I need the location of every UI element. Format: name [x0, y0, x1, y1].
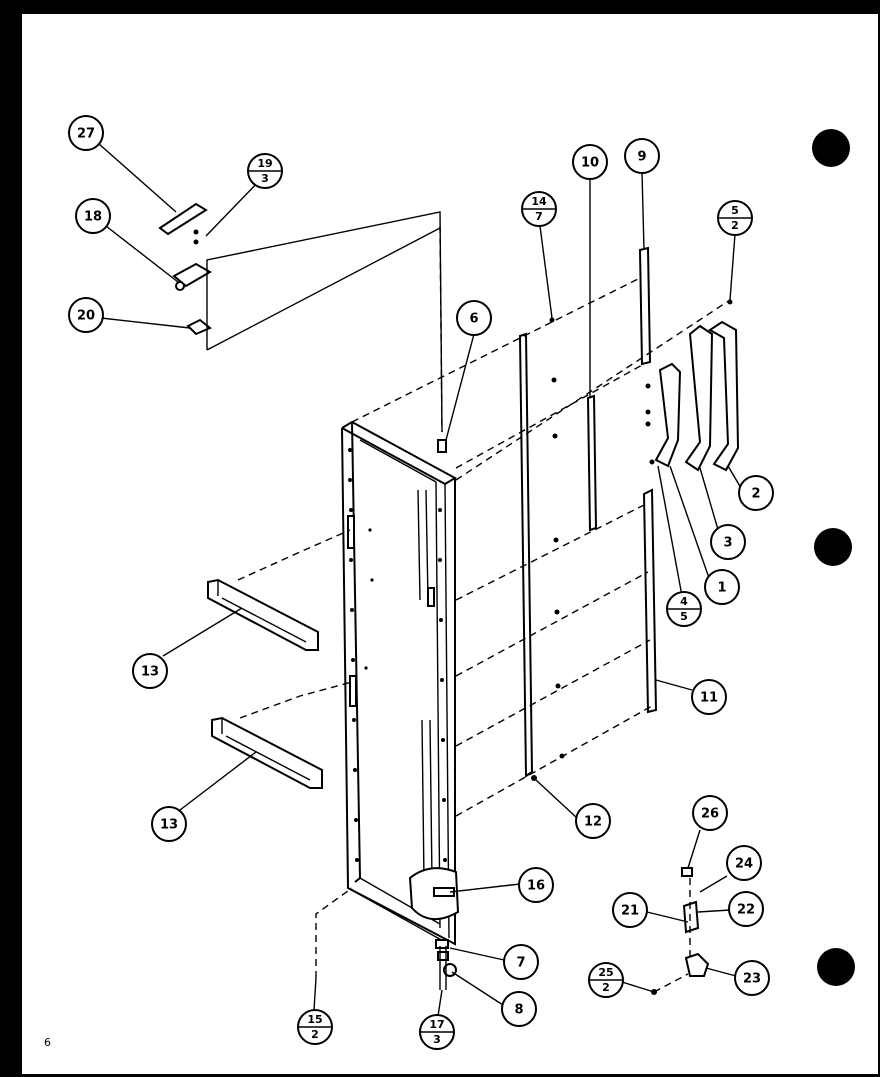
svg-text:17: 17 — [429, 1018, 444, 1031]
callout-26: 26 — [692, 795, 728, 831]
callout-9: 9 — [624, 138, 660, 174]
callout-14-7: 14 7 — [521, 191, 557, 227]
callout-2: 2 — [738, 475, 774, 511]
callout-4-5: 4 5 — [666, 591, 702, 627]
svg-text:6: 6 — [469, 312, 478, 327]
callout-27: 27 — [68, 115, 104, 151]
svg-text:3: 3 — [723, 536, 732, 551]
hinge-bars — [207, 529, 353, 789]
callout-12: 12 — [575, 803, 611, 839]
svg-text:19: 19 — [257, 157, 272, 170]
svg-text:12: 12 — [584, 815, 602, 830]
svg-text:4: 4 — [680, 595, 688, 608]
svg-text:2: 2 — [311, 1028, 319, 1041]
svg-text:2: 2 — [751, 487, 760, 502]
callout-22: 22 — [728, 891, 764, 927]
binder-hole-middle — [814, 528, 852, 566]
binder-hole-bottom — [817, 948, 855, 986]
svg-text:18: 18 — [84, 210, 102, 225]
leader-lines — [98, 143, 742, 1017]
svg-text:7: 7 — [535, 210, 543, 223]
svg-text:8: 8 — [514, 1003, 523, 1018]
svg-text:1: 1 — [717, 581, 726, 596]
svg-text:7: 7 — [516, 956, 525, 971]
callout-5-2: 5 2 — [717, 200, 753, 236]
svg-text:3: 3 — [433, 1033, 441, 1046]
svg-text:21: 21 — [621, 904, 639, 919]
svg-text:26: 26 — [701, 807, 719, 822]
door-panel — [341, 420, 460, 946]
svg-text:11: 11 — [700, 691, 718, 706]
callout-1: 1 — [704, 569, 740, 605]
callout-13-lower: 13 — [151, 806, 187, 842]
callout-8: 8 — [501, 991, 537, 1027]
svg-text:24: 24 — [735, 857, 753, 872]
top-hinge-parts — [158, 202, 447, 453]
svg-text:22: 22 — [737, 903, 755, 918]
callout-11: 11 — [691, 679, 727, 715]
callout-13-upper: 13 — [132, 653, 168, 689]
svg-text:20: 20 — [77, 309, 95, 324]
callout-7: 7 — [503, 944, 539, 980]
svg-text:9: 9 — [637, 150, 646, 165]
callout-23: 23 — [734, 960, 770, 996]
callout-6: 6 — [456, 300, 492, 336]
callout-15-2: 15 2 — [297, 1009, 333, 1045]
svg-text:13: 13 — [160, 818, 178, 833]
callout-17-3: 17 3 — [419, 1014, 455, 1050]
callout-20: 20 — [68, 297, 104, 333]
door-strips — [351, 246, 740, 817]
svg-text:5: 5 — [680, 610, 688, 623]
svg-text:25: 25 — [598, 966, 613, 979]
svg-text:15: 15 — [307, 1013, 322, 1026]
callout-19-3: 19 3 — [247, 153, 283, 189]
callout-16: 16 — [518, 867, 554, 903]
callout-24: 24 — [726, 845, 762, 881]
svg-text:13: 13 — [141, 665, 159, 680]
callout-10: 10 — [572, 144, 608, 180]
binder-hole-top — [812, 129, 850, 167]
callout-25-2: 25 2 — [588, 962, 624, 998]
svg-text:27: 27 — [77, 127, 95, 142]
svg-text:23: 23 — [743, 972, 761, 987]
callout-21: 21 — [612, 892, 648, 928]
svg-text:10: 10 — [581, 156, 599, 171]
svg-text:16: 16 — [527, 879, 545, 894]
svg-text:5: 5 — [731, 204, 739, 217]
svg-text:2: 2 — [731, 219, 739, 232]
svg-text:3: 3 — [261, 172, 269, 185]
svg-text:2: 2 — [602, 981, 610, 994]
callout-3: 3 — [710, 524, 746, 560]
callout-18: 18 — [75, 198, 111, 234]
page-number: 6 — [44, 1036, 51, 1049]
svg-text:14: 14 — [531, 195, 547, 208]
